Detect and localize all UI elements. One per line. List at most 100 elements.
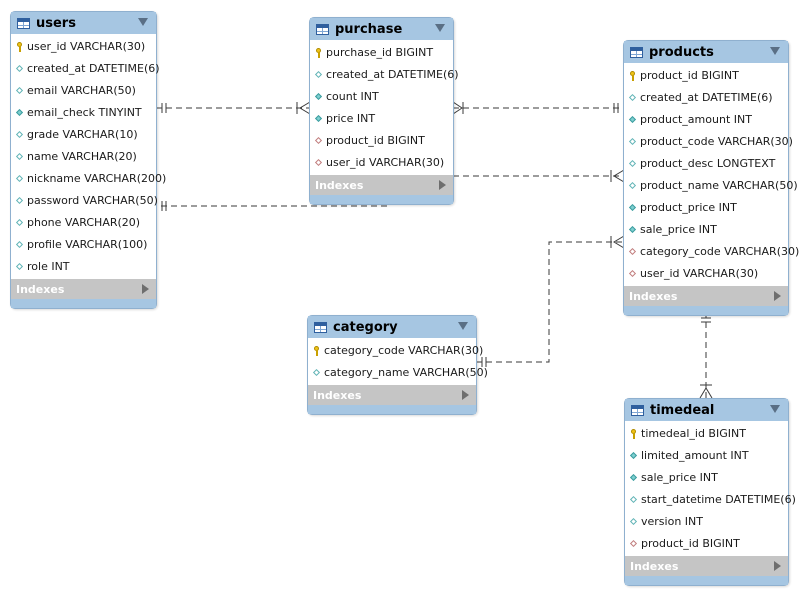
expand-arrow-icon[interactable] xyxy=(774,561,781,571)
column-row[interactable]: product_id BIGINT xyxy=(625,532,788,554)
column-row[interactable]: profile VARCHAR(100) xyxy=(11,233,156,255)
column-row[interactable]: purchase_id BIGINT xyxy=(310,41,453,63)
column-row[interactable]: nickname VARCHAR(200) xyxy=(11,167,166,189)
column-definition: created_at DATETIME(6) xyxy=(326,67,459,81)
red-diamond-icon xyxy=(629,539,638,548)
red-diamond-icon xyxy=(628,269,637,278)
key-icon xyxy=(312,345,321,356)
indexes-section[interactable]: Indexes xyxy=(308,385,476,405)
table-footer xyxy=(310,195,453,204)
column-row[interactable]: category_name VARCHAR(50) xyxy=(308,361,488,383)
table-header[interactable]: purchase xyxy=(310,18,453,40)
expand-arrow-icon[interactable] xyxy=(774,291,781,301)
column-definition: product_code VARCHAR(30) xyxy=(640,134,793,148)
collapse-arrow-icon[interactable] xyxy=(458,322,468,330)
table-products[interactable]: products product_id BIGINT created_at DAT… xyxy=(623,40,799,316)
column-row[interactable]: price INT xyxy=(310,107,453,129)
column-list: user_id VARCHAR(30) created_at DATETIME(6… xyxy=(11,34,166,279)
table-users[interactable]: users user_id VARCHAR(30) created_at DATE… xyxy=(10,11,166,309)
column-list: timedeal_id BIGINT limited_amount INT sale… xyxy=(625,421,796,556)
hollow-diamond-icon xyxy=(15,130,24,139)
column-row[interactable]: user_id VARCHAR(30) xyxy=(11,35,156,57)
indexes-label: Indexes xyxy=(629,289,678,303)
column-definition: profile VARCHAR(100) xyxy=(27,237,148,251)
red-diamond-icon xyxy=(628,247,637,256)
collapse-arrow-icon[interactable] xyxy=(770,405,780,413)
hollow-diamond-icon xyxy=(314,70,323,79)
column-row[interactable]: product_id BIGINT xyxy=(624,64,788,86)
expand-arrow-icon[interactable] xyxy=(462,390,469,400)
column-row[interactable]: email_check TINYINT xyxy=(11,101,156,123)
hollow-diamond-icon xyxy=(628,93,637,102)
column-definition: limited_amount INT xyxy=(641,448,749,462)
table-timedeal[interactable]: timedeal timedeal_id BIGINT limited_amoun… xyxy=(624,398,796,586)
one-marker-category xyxy=(481,357,487,367)
column-row[interactable]: name VARCHAR(20) xyxy=(11,145,156,167)
table-icon xyxy=(631,404,644,416)
many-marker-products-mid xyxy=(610,169,625,183)
hollow-diamond-icon xyxy=(15,262,24,271)
table-header[interactable]: products xyxy=(624,41,788,63)
column-row[interactable]: count INT xyxy=(310,85,453,107)
column-list: product_id BIGINT created_at DATETIME(6) p… xyxy=(624,63,799,286)
column-row[interactable]: created_at DATETIME(6) xyxy=(624,86,788,108)
column-row[interactable]: limited_amount INT xyxy=(625,444,788,466)
column-row[interactable]: category_code VARCHAR(30) xyxy=(624,240,799,262)
indexes-section[interactable]: Indexes xyxy=(11,279,156,299)
filled-diamond-icon xyxy=(15,108,24,117)
column-row[interactable]: version INT xyxy=(625,510,788,532)
column-definition: product_id BIGINT xyxy=(326,133,425,147)
table-header[interactable]: timedeal xyxy=(625,399,788,421)
indexes-section[interactable]: Indexes xyxy=(625,556,788,576)
column-row[interactable]: sale_price INT xyxy=(625,466,788,488)
column-row[interactable]: timedeal_id BIGINT xyxy=(625,422,788,444)
column-definition: role INT xyxy=(27,259,70,273)
column-row[interactable]: created_at DATETIME(6) xyxy=(310,63,459,85)
column-definition: product_id BIGINT xyxy=(641,536,740,550)
indexes-section[interactable]: Indexes xyxy=(310,175,453,195)
column-definition: created_at DATETIME(6) xyxy=(27,61,160,75)
collapse-arrow-icon[interactable] xyxy=(435,24,445,32)
one-marker-products-top xyxy=(613,103,619,113)
indexes-section[interactable]: Indexes xyxy=(624,286,788,306)
column-row[interactable]: product_price INT xyxy=(624,196,788,218)
table-category[interactable]: category category_code VARCHAR(30)catego… xyxy=(307,315,488,415)
hollow-diamond-icon xyxy=(312,368,321,377)
column-row[interactable]: product_name VARCHAR(50) xyxy=(624,174,798,196)
collapse-arrow-icon[interactable] xyxy=(770,47,780,55)
column-definition: created_at DATETIME(6) xyxy=(640,90,773,104)
table-header[interactable]: users xyxy=(11,12,156,34)
column-row[interactable]: password VARCHAR(50) xyxy=(11,189,158,211)
column-row[interactable]: role INT xyxy=(11,255,156,277)
hollow-diamond-icon xyxy=(15,218,24,227)
column-row[interactable]: phone VARCHAR(20) xyxy=(11,211,156,233)
column-definition: email_check TINYINT xyxy=(27,105,142,119)
hollow-diamond-icon xyxy=(15,174,24,183)
column-list: category_code VARCHAR(30)category_name V… xyxy=(308,338,488,385)
expand-arrow-icon[interactable] xyxy=(142,284,149,294)
column-row[interactable]: product_id BIGINT xyxy=(310,129,453,151)
column-definition: timedeal_id BIGINT xyxy=(641,426,746,440)
column-row[interactable]: created_at DATETIME(6) xyxy=(11,57,160,79)
table-header[interactable]: category xyxy=(308,316,476,338)
table-icon xyxy=(630,46,643,58)
column-row[interactable]: user_id VARCHAR(30) xyxy=(310,151,453,173)
column-row[interactable]: product_amount INT xyxy=(624,108,788,130)
column-row[interactable]: sale_price INT xyxy=(624,218,788,240)
table-purchase[interactable]: purchase purchase_id BIGINT created_at DA… xyxy=(309,17,459,205)
hollow-diamond-icon xyxy=(15,196,24,205)
many-marker-products-lower xyxy=(610,235,625,249)
column-row[interactable]: product_desc LONGTEXT xyxy=(624,152,788,174)
column-row[interactable]: user_id VARCHAR(30) xyxy=(624,262,788,284)
column-row[interactable]: email VARCHAR(50) xyxy=(11,79,156,101)
filled-diamond-icon xyxy=(314,114,323,123)
column-definition: count INT xyxy=(326,89,379,103)
collapse-arrow-icon[interactable] xyxy=(138,18,148,26)
table-footer xyxy=(625,576,788,585)
column-row[interactable]: grade VARCHAR(10) xyxy=(11,123,156,145)
column-row[interactable]: product_code VARCHAR(30) xyxy=(624,130,793,152)
column-row[interactable]: start_datetime DATETIME(6) xyxy=(625,488,796,510)
filled-diamond-icon xyxy=(628,225,637,234)
column-row[interactable]: category_code VARCHAR(30) xyxy=(308,339,483,361)
expand-arrow-icon[interactable] xyxy=(439,180,446,190)
